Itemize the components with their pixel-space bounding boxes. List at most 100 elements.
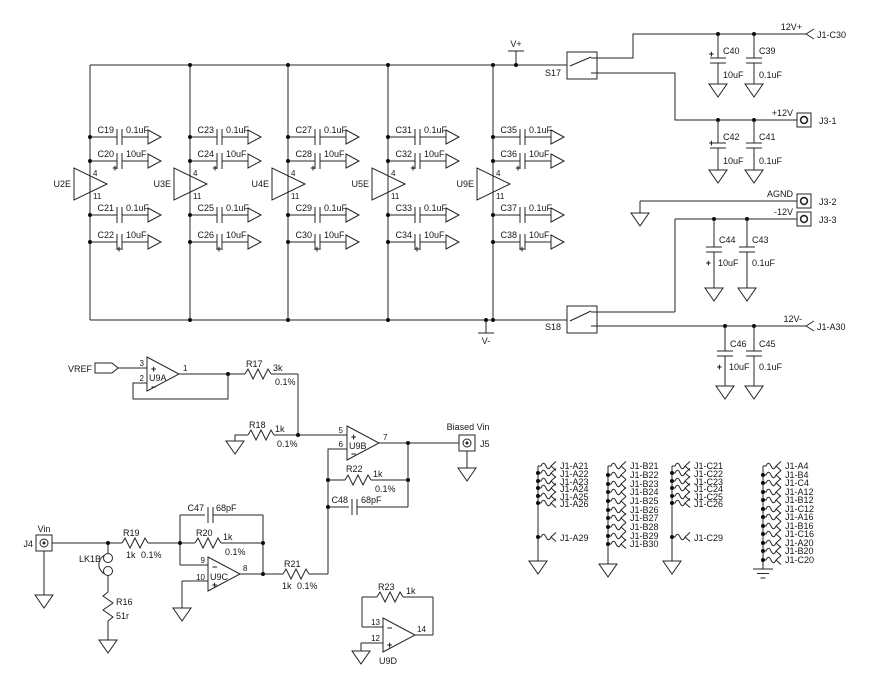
cap-value: 10uF bbox=[126, 149, 147, 159]
switch-ref: S17 bbox=[545, 68, 561, 78]
pin-label: J1-C16 bbox=[785, 529, 814, 539]
cap-ref: C32 bbox=[395, 149, 412, 159]
cap-value: 10uF bbox=[226, 149, 247, 159]
pin-group-J1-B2x: J1-B21 J1-B22 J1-B23 J1-B24 J1-B25 J1-B2… bbox=[598, 461, 659, 578]
cap-value: 10uF bbox=[424, 149, 445, 159]
pin-number: 3 bbox=[140, 359, 145, 368]
cap-ref: C41 bbox=[759, 132, 776, 142]
cap-ref: C42 bbox=[723, 132, 740, 142]
pin-label: J1-A26 bbox=[560, 499, 589, 509]
pin-number: 1 bbox=[183, 364, 188, 373]
connector-label: J3-1 bbox=[819, 116, 837, 126]
cap-ref: C37 bbox=[500, 203, 517, 213]
resistor-value: 1k bbox=[406, 586, 416, 596]
connector-label: J1-A30 bbox=[817, 322, 846, 332]
opamp-minus-sign: − bbox=[212, 562, 217, 572]
pin-label: J1-B22 bbox=[630, 470, 659, 480]
capacitor-C39: C39 0.1uF bbox=[744, 34, 783, 98]
pin-label: J1-B26 bbox=[630, 505, 659, 515]
pin-label: J1-C12 bbox=[785, 504, 814, 514]
pin-number: 5 bbox=[339, 426, 344, 435]
opamp-plus-sign: + bbox=[351, 432, 356, 442]
cap-ref: C27 bbox=[295, 125, 312, 135]
cap-value: 68pF bbox=[216, 503, 237, 513]
cap-value: 10uF bbox=[424, 230, 445, 240]
resistor-value: 51r bbox=[116, 611, 129, 621]
cap-value: 10uF bbox=[529, 230, 550, 240]
cap-ref: C35 bbox=[500, 125, 517, 135]
pin-number: 12 bbox=[371, 634, 380, 643]
cap-value: 10uF bbox=[723, 70, 744, 80]
pin-label: J1-A4 bbox=[785, 461, 809, 471]
polarity-plus: + bbox=[717, 362, 722, 372]
cap-value: 0.1uF bbox=[759, 156, 783, 166]
net-label: +12V bbox=[772, 108, 793, 118]
pin-label: J1-A25 bbox=[560, 492, 589, 502]
polarity-plus: + bbox=[709, 138, 714, 148]
cap-value: 0.1uF bbox=[126, 125, 150, 135]
capacitor-C40: + C40 10uF bbox=[708, 34, 744, 98]
resistor-value: 1k bbox=[223, 532, 233, 542]
cap-value: 0.1uF bbox=[126, 203, 150, 213]
opamp-ref: U9E bbox=[456, 179, 474, 189]
net-label: 12V+ bbox=[781, 22, 802, 32]
opamp-ref: U9A bbox=[149, 373, 167, 383]
pin-group-J1-A2x: J1-A21 J1-A22 J1-A23 J1-A24 J1-A25 J1-A2… bbox=[528, 461, 589, 575]
pin-label: J1-B12 bbox=[785, 495, 814, 505]
cap-ref: C31 bbox=[395, 125, 412, 135]
cap-value: 10uF bbox=[729, 362, 750, 372]
pin-number: 11 bbox=[391, 192, 400, 201]
polarity-plus: + bbox=[310, 163, 315, 173]
net-label-vref: VREF bbox=[68, 364, 93, 374]
resistor-tolerance: 0.1% bbox=[275, 377, 296, 387]
pin-label: J1-B28 bbox=[630, 522, 659, 532]
pin-label: J1-A20 bbox=[785, 538, 814, 548]
pin-number: 11 bbox=[193, 192, 202, 201]
pin-number: 2 bbox=[140, 374, 145, 383]
pin-label: J1-A12 bbox=[785, 487, 814, 497]
cap-ref: C20 bbox=[97, 149, 114, 159]
pin-group-J1-C2x: J1-C21 J1-C22 J1-C23 J1-C24 J1-C25 J1-C2… bbox=[662, 461, 723, 575]
pin-number: 11 bbox=[291, 192, 300, 201]
cap-value: 0.1uF bbox=[226, 203, 250, 213]
pin-label: J1-C22 bbox=[694, 469, 723, 479]
net-label-vminus: V- bbox=[482, 336, 491, 346]
cap-ref: C33 bbox=[395, 203, 412, 213]
cap-ref: C22 bbox=[97, 230, 114, 240]
polarity-plus: + bbox=[314, 244, 319, 254]
net-label-vplus: V+ bbox=[510, 39, 521, 49]
opamp-ref: U9C bbox=[210, 572, 229, 582]
cap-value: 0.1uF bbox=[529, 125, 553, 135]
pin-label: J1-A24 bbox=[560, 484, 589, 494]
resistor-ref: R19 bbox=[123, 528, 140, 538]
net-label-biased-vin: Biased Vin bbox=[447, 422, 490, 432]
cap-ref: C36 bbox=[500, 149, 517, 159]
pin-label: J1-B27 bbox=[630, 513, 659, 523]
cap-ref: C21 bbox=[97, 203, 114, 213]
pin-label: J1-C21 bbox=[694, 461, 723, 471]
opamp-plus-sign: + bbox=[151, 364, 156, 374]
cap-ref: C25 bbox=[197, 203, 214, 213]
pin-number: 8 bbox=[243, 564, 248, 573]
buffer-stage: 5 6 7 + U9B − R22 1k 0.1% C48 68pF Biase… bbox=[309, 422, 490, 575]
link-ref: LK1B bbox=[79, 554, 101, 564]
resistor-ref: R23 bbox=[378, 582, 395, 592]
polarity-plus: + bbox=[410, 163, 415, 173]
cap-value: 0.1uF bbox=[529, 203, 553, 213]
opamp-ref: U4E bbox=[251, 179, 269, 189]
opamp-ref: U9D bbox=[379, 656, 398, 666]
resistor-tolerance: 0.1% bbox=[375, 484, 396, 494]
opamp-minus-sign: − bbox=[387, 623, 392, 633]
pin-label: J1-C24 bbox=[694, 484, 723, 494]
pin-label: J1-C23 bbox=[694, 477, 723, 487]
vref-stage: VREF 3 2 1 + U9A − R17 3k 0.1% R18 1k 0.… bbox=[68, 356, 347, 455]
pin-number: 7 bbox=[383, 433, 388, 442]
pin-label: J1-A21 bbox=[560, 461, 589, 471]
cap-value: 10uF bbox=[226, 230, 247, 240]
pin-label: J1-A22 bbox=[560, 469, 589, 479]
cap-ref: C46 bbox=[730, 339, 747, 349]
switch-S18: S18 bbox=[545, 305, 598, 334]
